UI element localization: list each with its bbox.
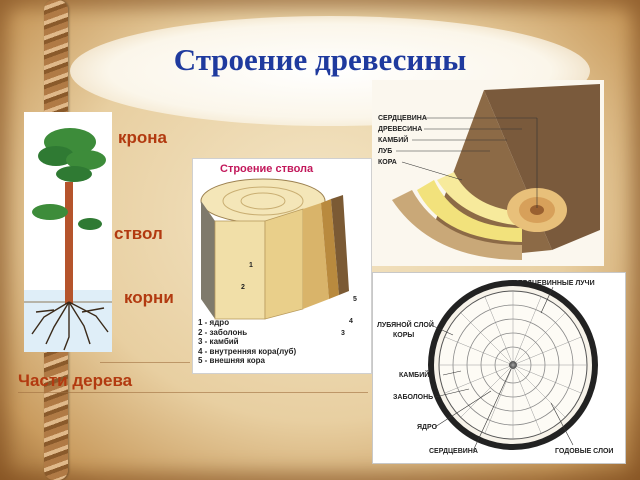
trunk-structure-title: Строение ствола	[220, 163, 314, 175]
section-label-sapwood: ЗАБОЛОНЬ	[393, 394, 433, 401]
trunk-legend: 1 - ядро 2 - заболонь 3 - камбий 4 - вну…	[198, 318, 296, 366]
divider-line	[100, 362, 190, 363]
log-label-bark: КОРА	[378, 159, 397, 166]
log-label-pith: СЕРДЦЕВИНА	[378, 115, 427, 122]
log-layers-panel: СЕРДЦЕВИНА ДРЕВЕСИНА КАМБИЙ ЛУБ КОРА	[372, 80, 604, 266]
divider-line	[18, 392, 368, 393]
label-roots: корни	[124, 288, 174, 307]
pine-tree-illustration	[24, 128, 112, 352]
log-label-bast: ЛУБ	[378, 148, 392, 155]
section-label-rays: СЕРДЦЕВИННЫЕ ЛУЧИ	[513, 280, 595, 287]
trunk-cutaway-illustration: 1 2 3 4 5	[200, 178, 357, 337]
tree-parts-caption: Части дерева	[18, 371, 133, 390]
cross-section-panel: СЕРДЦЕВИННЫЕ ЛУЧИ ЛУБЯНОЙ СЛОЙ КОРЫ КАМБ…	[372, 272, 626, 464]
log-label-cambium: КАМБИЙ	[378, 135, 408, 144]
section-label-rings: ГОДОВЫЕ СЛОИ	[555, 448, 613, 455]
section-label-pith: СЕРДЦЕВИНА	[429, 448, 478, 455]
label-crown: крона	[118, 128, 167, 147]
legend-item: 4 - внутренняя кора(луб)	[198, 346, 297, 356]
tree-illustration-panel	[24, 112, 112, 352]
trunk-structure-panel: 1 2 3 4 5	[192, 158, 372, 374]
log-label-wood: ДРЕВЕСИНА	[378, 126, 422, 133]
callout-3: 3	[341, 330, 345, 337]
legend-item: 5 - внешняя кора	[198, 356, 265, 365]
callout-4: 4	[349, 318, 353, 325]
wood-cross-section-illustration: СЕРДЦЕВИННЫЕ ЛУЧИ ЛУБЯНОЙ СЛОЙ КОРЫ КАМБ…	[377, 280, 613, 455]
legend-item: 1 - ядро	[198, 318, 230, 327]
section-label-core: ЯДРО	[417, 424, 438, 431]
label-trunk: ствол	[114, 224, 163, 243]
legend-item: 2 - заболонь	[198, 327, 248, 337]
callout-1: 1	[249, 262, 253, 269]
section-label-bast: ЛУБЯНОЙ СЛОЙ	[377, 320, 434, 329]
tree-roots	[31, 301, 109, 351]
slide-title: Строение древесины	[173, 42, 467, 77]
callout-2: 2	[241, 284, 245, 291]
section-label-cambium: КАМБИЙ	[399, 370, 429, 379]
medullary-rays	[439, 291, 587, 439]
callout-5: 5	[353, 296, 357, 303]
section-label-bark: КОРЫ	[393, 332, 414, 339]
log-layers-illustration: СЕРДЦЕВИНА ДРЕВЕСИНА КАМБИЙ ЛУБ КОРА	[378, 84, 600, 260]
tree-trunk	[65, 182, 73, 304]
legend-item: 3 - камбий	[198, 337, 239, 346]
